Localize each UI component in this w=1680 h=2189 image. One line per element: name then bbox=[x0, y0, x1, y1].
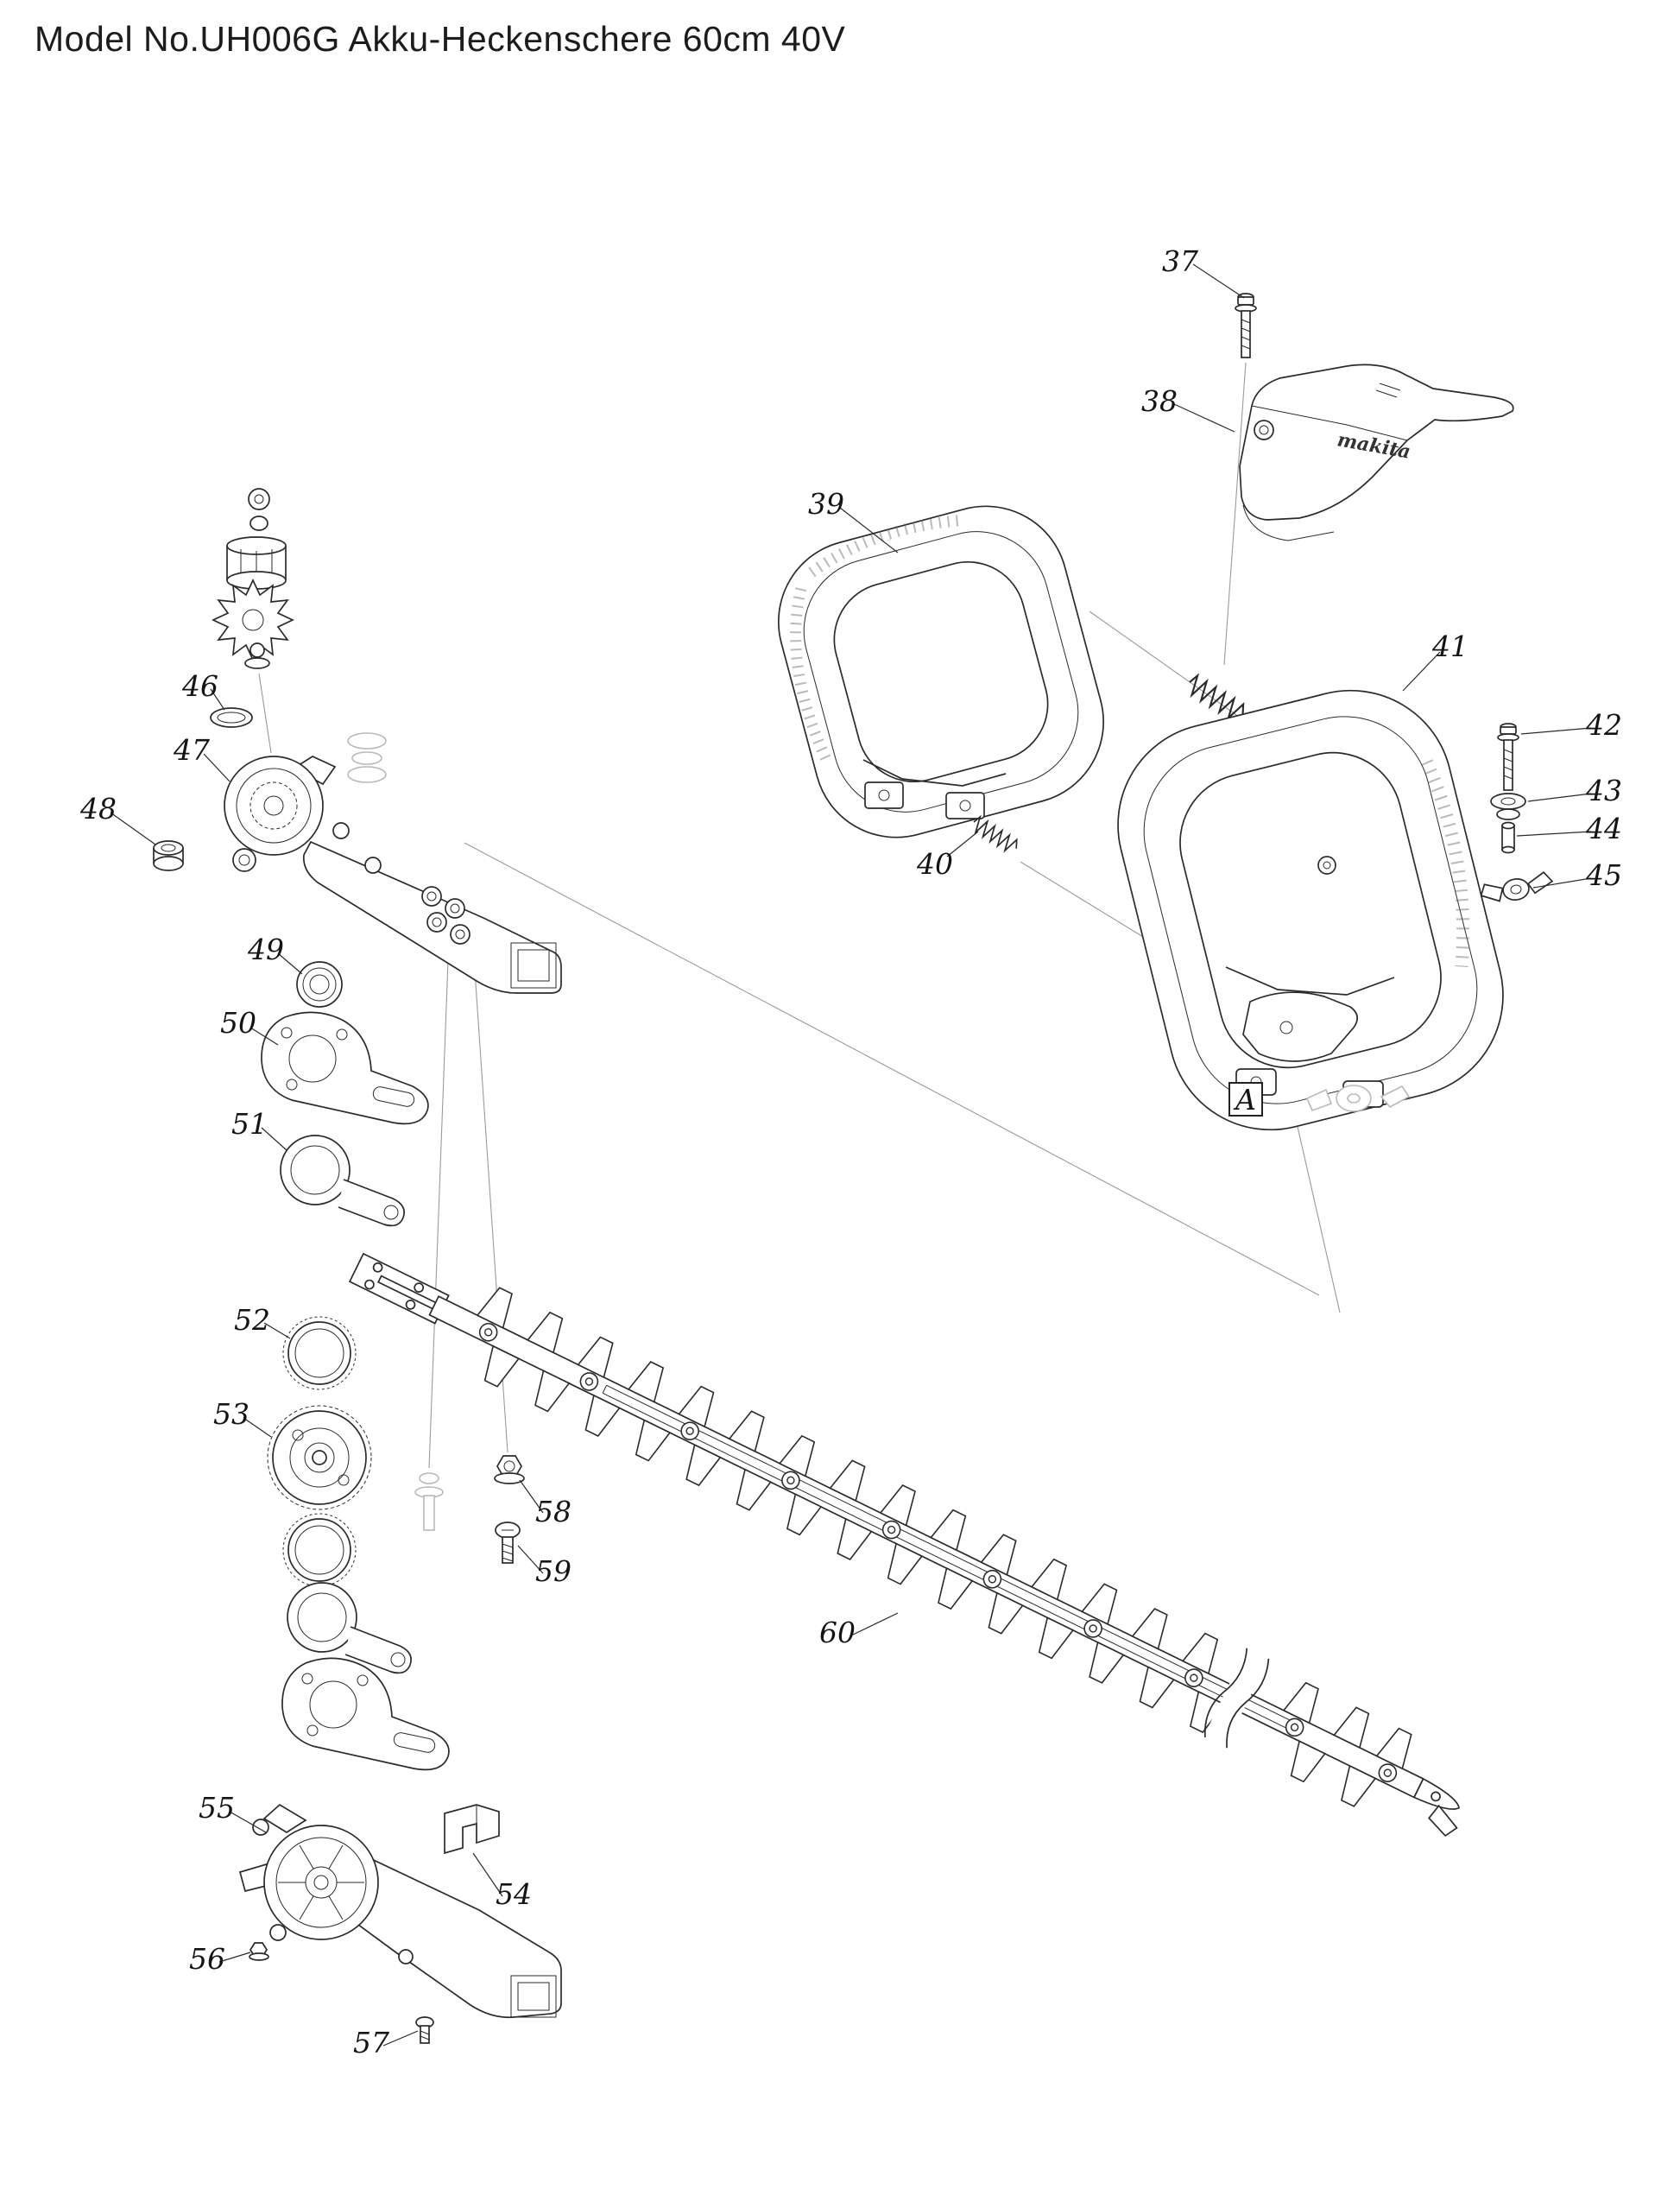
part-39-loop-handle-inner bbox=[778, 505, 1104, 838]
part-label-49: 49 bbox=[247, 933, 284, 966]
armature-rotor bbox=[212, 488, 294, 669]
part-label-43: 43 bbox=[1585, 774, 1622, 807]
part-label-42: 42 bbox=[1585, 708, 1622, 742]
part-label-54: 54 bbox=[496, 1877, 532, 1911]
part-label-46: 46 bbox=[181, 669, 218, 703]
part-label-45: 45 bbox=[1585, 858, 1622, 892]
part-label-59: 59 bbox=[535, 1554, 572, 1588]
part-38-motor-cover: makita bbox=[1239, 364, 1514, 541]
ghost-screw bbox=[414, 1472, 444, 1531]
part-47-gear-housing-upper bbox=[224, 756, 562, 994]
part-labels: 37 38 39 40 41 42 43 44 45 46 47 48 49 5… bbox=[79, 244, 1622, 2059]
part-59-pan-head-screw bbox=[495, 1522, 521, 1564]
part-51-ring-arm bbox=[280, 1135, 405, 1227]
part-label-53: 53 bbox=[213, 1397, 249, 1431]
part-label-37: 37 bbox=[1162, 244, 1198, 278]
part-label-60: 60 bbox=[819, 1616, 856, 1649]
blade-break-gap bbox=[1202, 1646, 1270, 1750]
ghost-wing-nut bbox=[1305, 1085, 1411, 1112]
part-label-52: 52 bbox=[234, 1303, 270, 1337]
part-label-39: 39 bbox=[808, 487, 844, 521]
reference-box-label: A bbox=[1233, 1083, 1256, 1117]
part-53-spur-gear bbox=[267, 1405, 372, 1510]
part-54-bracket bbox=[444, 1804, 500, 1855]
part-49-ball-bearing bbox=[296, 961, 343, 1008]
part-label-51: 51 bbox=[231, 1107, 268, 1141]
part-label-56: 56 bbox=[189, 1942, 225, 1976]
part-57-screw bbox=[415, 2016, 434, 2044]
part-label-55: 55 bbox=[199, 1791, 235, 1825]
page-title: Model No.UH006G Akku-Heckenschere 60cm 4… bbox=[35, 19, 846, 59]
part-46-o-ring bbox=[210, 707, 253, 728]
part-label-41: 41 bbox=[1431, 629, 1468, 663]
part-50-plate bbox=[261, 1011, 429, 1125]
part-40-compression-spring bbox=[973, 814, 1018, 853]
leader-lines bbox=[110, 263, 1592, 2047]
part-45-wing-nut bbox=[1480, 871, 1554, 902]
part-43-washer bbox=[1490, 793, 1526, 820]
part-37-screw bbox=[1235, 293, 1257, 358]
part-label-50: 50 bbox=[220, 1006, 256, 1040]
part-label-57: 57 bbox=[353, 2026, 389, 2059]
part-52-ring-gear bbox=[282, 1316, 357, 1390]
part-56-nut bbox=[249, 1942, 269, 1961]
part-label-38: 38 bbox=[1141, 384, 1178, 418]
part-55-gear-housing-lower bbox=[238, 1803, 562, 2019]
part-41-loop-handle-outer bbox=[1117, 689, 1504, 1131]
part-44-spacer-pin bbox=[1501, 821, 1515, 854]
reference-box-a: A bbox=[1228, 1082, 1263, 1117]
part-48-sleeve bbox=[153, 840, 184, 871]
part-label-40: 40 bbox=[916, 847, 953, 881]
part-58-flange-nut bbox=[494, 1455, 525, 1484]
part-label-47: 47 bbox=[173, 733, 210, 767]
part-label-44: 44 bbox=[1585, 812, 1622, 845]
ghost-washer-stack bbox=[347, 732, 387, 783]
part-60-blade-assembly bbox=[348, 1252, 1460, 1838]
part-label-48: 48 bbox=[79, 792, 117, 826]
part-label-58: 58 bbox=[535, 1495, 572, 1528]
part-42-screw bbox=[1497, 723, 1519, 791]
